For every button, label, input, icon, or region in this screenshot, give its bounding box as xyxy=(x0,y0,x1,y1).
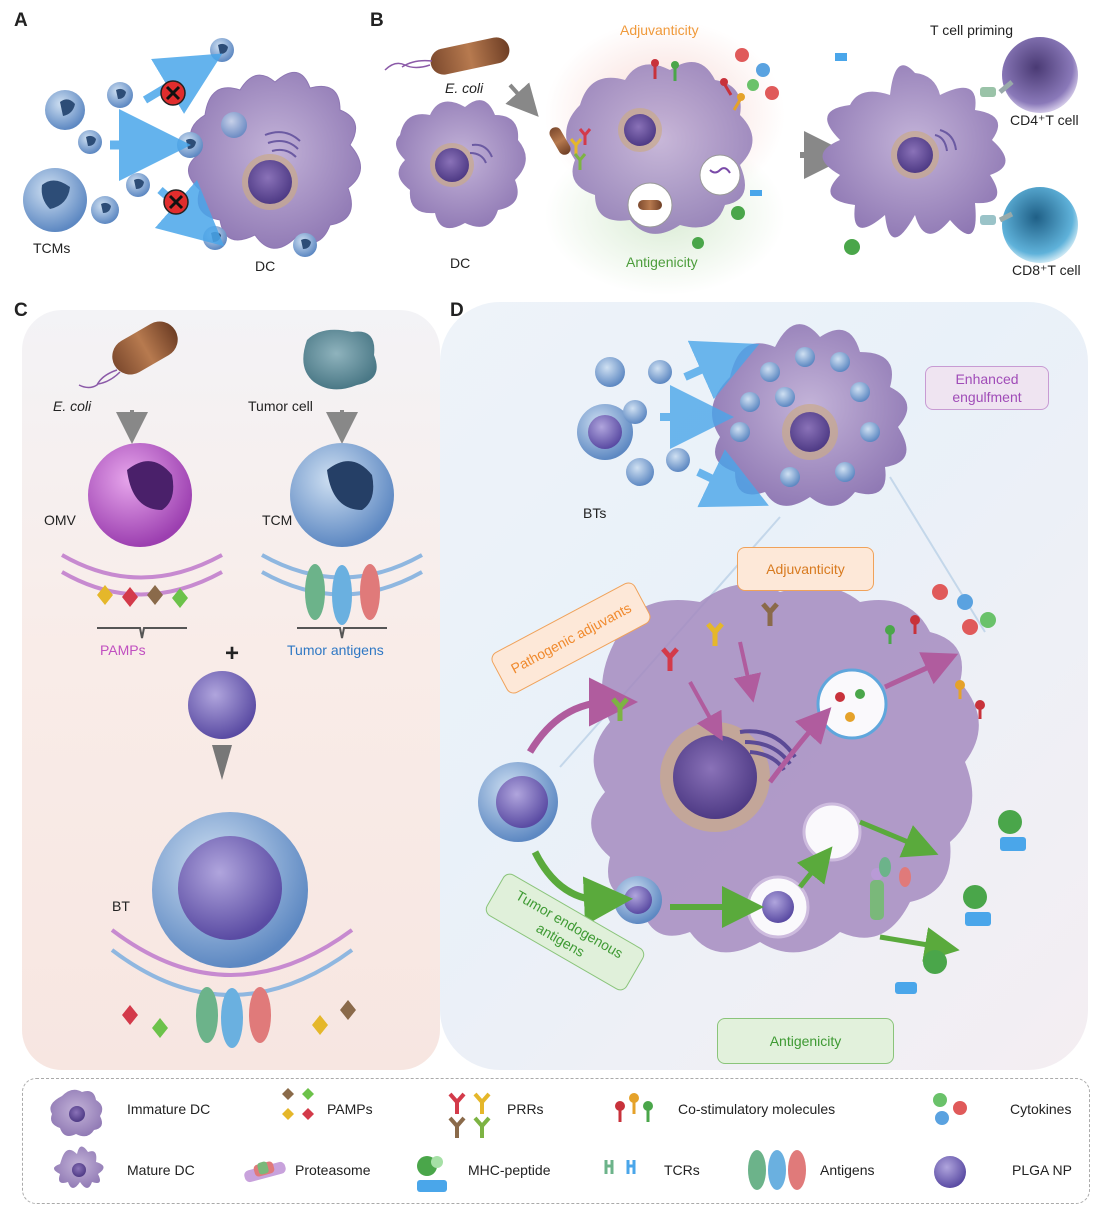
pamps-icon xyxy=(282,1088,314,1120)
antigenicity-box: Antigenicity xyxy=(717,1018,894,1064)
plus-sign: + xyxy=(225,640,240,667)
label-ecoli-c: E. coli xyxy=(53,398,92,414)
label-pamps: PAMPs xyxy=(100,642,146,658)
cd8-t-cell xyxy=(1002,187,1078,263)
label-dc-b: DC xyxy=(450,255,471,271)
legend-antigens: Antigens xyxy=(820,1162,875,1178)
enhanced-engulfment-box: Enhanced engulfment xyxy=(925,366,1049,410)
proteasome-icon xyxy=(244,1161,286,1183)
panel-c-illustration xyxy=(61,321,423,1048)
panel-d-illustration xyxy=(478,324,1026,994)
label-cd8: CD8⁺T cell xyxy=(1012,262,1081,278)
legend-immature-dc: Immature DC xyxy=(127,1101,211,1117)
costim-icon xyxy=(615,1093,653,1122)
legend-tcrs: TCRs xyxy=(664,1162,700,1178)
legend-mhc: MHC-peptide xyxy=(468,1162,551,1178)
legend-plga-np: PLGA NP xyxy=(1012,1162,1072,1178)
label-tumor-antigens: Tumor antigens xyxy=(287,642,384,658)
legend-icons xyxy=(50,1088,967,1192)
label-antigenicity-b: Antigenicity xyxy=(626,254,698,270)
label-cd4: CD4⁺T cell xyxy=(1010,112,1079,128)
cd4-t-cell xyxy=(1002,37,1078,113)
legend-mature-dc: Mature DC xyxy=(127,1162,195,1178)
cytokines-icon xyxy=(933,1093,967,1125)
blocked-icon xyxy=(160,80,186,106)
label-tumor-cell: Tumor cell xyxy=(248,398,313,414)
legend-proteasome: Proteasome xyxy=(295,1162,371,1178)
tcr-icon xyxy=(604,1160,636,1174)
legend-cytokines: Cytokines xyxy=(1010,1101,1072,1117)
panel-letter-b: B xyxy=(370,10,384,31)
plga-np xyxy=(188,671,256,739)
label-bt: BT xyxy=(112,898,130,914)
panel-a-illustration xyxy=(23,38,361,257)
label-bts: BTs xyxy=(583,505,607,521)
blocked-icon xyxy=(163,189,189,215)
label-tcms: TCMs xyxy=(33,240,71,256)
panel-letter-a: A xyxy=(14,10,28,31)
label-adjuvanticity-b: Adjuvanticity xyxy=(620,22,699,38)
plga-icon xyxy=(934,1156,966,1188)
tcm-large xyxy=(23,168,87,232)
legend-pamps: PAMPs xyxy=(327,1101,373,1117)
panel-b-illustration xyxy=(384,20,1078,295)
label-t-priming: T cell priming xyxy=(930,22,1013,38)
label-ecoli-b: E. coli xyxy=(445,80,484,96)
adjuvanticity-box: Adjuvanticity xyxy=(737,547,874,591)
legend xyxy=(22,1078,1090,1204)
mhc-icon xyxy=(417,1156,447,1192)
legend-prrs: PRRs xyxy=(507,1101,544,1117)
label-dc-a: DC xyxy=(255,258,276,274)
ecoli-icon xyxy=(384,37,510,75)
label-omv: OMV xyxy=(44,512,76,528)
panel-letter-c: C xyxy=(14,300,28,321)
antigens-icon xyxy=(748,1150,806,1190)
label-tcm: TCM xyxy=(262,512,293,528)
prrs-icon xyxy=(448,1092,491,1138)
legend-costim: Co-stimulatory molecules xyxy=(678,1101,836,1117)
